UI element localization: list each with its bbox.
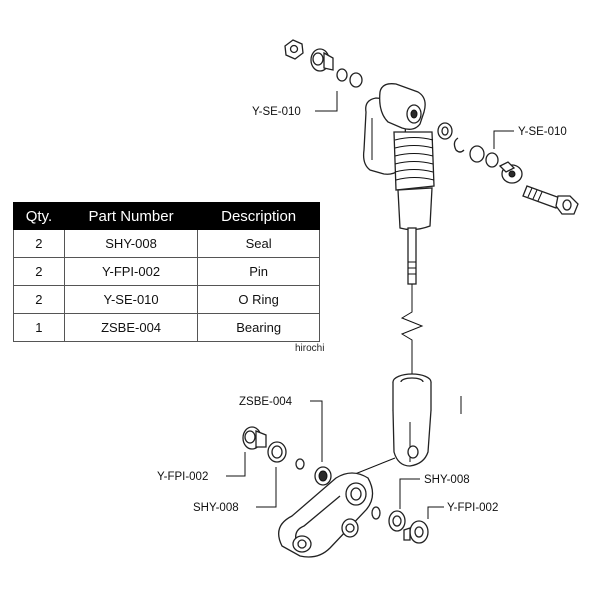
header-part-number: Part Number <box>63 202 199 230</box>
callout-left-pin: Y-FPI-002 <box>157 471 208 483</box>
linkage-arm-icon <box>278 457 396 558</box>
c-clip-icon <box>453 137 465 153</box>
cell-part-number: Y-FPI-002 <box>63 257 199 286</box>
callout-bearing: ZSBE-004 <box>239 396 293 408</box>
table-row: 2 Y-SE-010 O Ring <box>13 285 320 314</box>
cell-description: Bearing <box>197 313 320 342</box>
hex-nut-icon <box>284 39 304 60</box>
header-description: Description <box>197 202 320 230</box>
table-row: 1 ZSBE-004 Bearing <box>13 313 320 342</box>
parts-table: Qty. Part Number Description 2 SHY-008 S… <box>13 202 320 342</box>
callout-right-pin: Y-FPI-002 <box>447 502 498 514</box>
o-ring-icon <box>485 152 499 168</box>
table-row: 2 Y-FPI-002 Pin <box>13 257 320 286</box>
cell-part-number: Y-SE-010 <box>63 285 199 314</box>
callout-left-seal: SHY-008 <box>193 502 239 514</box>
shock-absorber-icon <box>362 83 435 378</box>
cell-qty: 2 <box>13 229 65 258</box>
cell-part-number: SHY-008 <box>63 229 199 258</box>
header-qty: Qty. <box>13 202 65 230</box>
cell-qty: 1 <box>13 313 65 342</box>
pin-icon <box>242 426 267 450</box>
table-row: 2 SHY-008 Seal <box>13 229 320 258</box>
cell-qty: 2 <box>13 285 65 314</box>
bolt-icon <box>522 185 579 215</box>
watermark: hirochi <box>295 343 324 354</box>
callout-upper-right-o-ring: Y-SE-010 <box>518 126 567 138</box>
collar-pin-icon <box>310 48 334 72</box>
callout-right-seal: SHY-008 <box>424 474 470 486</box>
lower-right-hardware <box>371 506 429 544</box>
lower-left-hardware <box>242 426 332 486</box>
cell-description: Pin <box>197 257 320 286</box>
o-ring-icon <box>336 68 348 82</box>
bearing-icon <box>314 466 332 486</box>
callout-upper-left-o-ring: Y-SE-010 <box>252 106 301 118</box>
cell-part-number: ZSBE-004 <box>63 313 199 342</box>
lower-clevis-icon <box>392 373 462 467</box>
pin-icon <box>403 520 429 544</box>
leader-lines <box>226 91 514 519</box>
o-ring-icon <box>295 458 305 470</box>
cell-qty: 2 <box>13 257 65 286</box>
o-ring-icon <box>349 72 363 88</box>
cell-description: O Ring <box>197 285 320 314</box>
upper-right-hardware <box>437 122 579 215</box>
seal-icon <box>388 510 406 532</box>
flanged-collar-icon <box>498 161 523 184</box>
o-ring-icon <box>371 506 381 520</box>
cell-description: Seal <box>197 229 320 258</box>
upper-left-hardware <box>284 39 363 88</box>
o-ring-icon <box>469 145 485 163</box>
table-header-row: Qty. Part Number Description <box>13 202 320 230</box>
spring-coils <box>394 137 435 181</box>
seal-icon <box>267 441 287 463</box>
